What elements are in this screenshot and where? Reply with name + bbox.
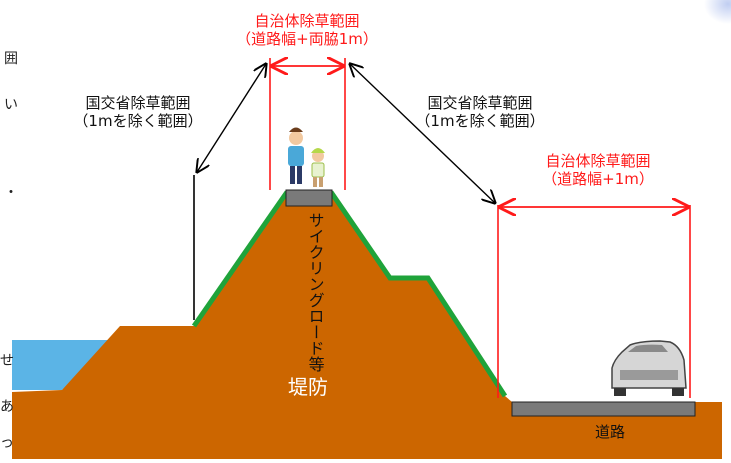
cycling-road-slab [285,189,333,207]
cycling-road-col1: サイクリング [305,212,325,308]
edge-fragment-5: あ [0,399,14,415]
left-ministry-line1: 国交省除草範囲 [85,94,191,112]
cyclists-figure [288,127,325,187]
cycling-road-col2: ロード等 [305,308,325,372]
right-range-line1: 自治体除草範囲 [545,152,651,170]
edge-fragment-1: 囲 [4,51,18,67]
embankment-body [12,192,722,459]
right-range-line2: （道路幅+1m） [542,170,654,188]
top-range-line2: （道路幅+両脇1m） [236,30,378,48]
grass-right-slope [328,190,508,398]
left-ministry-line2: （1mを除く範囲） [73,112,203,130]
edge-fragment-4: せ [0,353,14,369]
top-range-title: 自治体除草範囲 （道路幅+両脇1m） [212,12,402,48]
top-range-line1: 自治体除草範囲 [254,12,360,30]
right-ministry-line1: 国交省除草範囲 [427,94,533,112]
edge-fragment-3: ・ [4,185,18,201]
right-ministry-title: 国交省除草範囲 （1mを除く範囲） [400,94,560,130]
left-ministry-title: 国交省除草範囲 （1mを除く範囲） [58,94,218,130]
edge-fragment-6: っ [0,435,14,451]
road-slab [511,401,696,417]
road-label: 道路 [594,423,625,441]
corner-glow [704,0,731,24]
embankment-label: 堤防 [288,375,328,399]
left-ministry-arrow [197,64,266,172]
right-ministry-line2: （1mを除く範囲） [415,112,545,130]
right-ministry-arrow [350,64,495,203]
car-icon [611,340,687,396]
edge-fragment-2: い [4,97,18,113]
cycling-road-label: サイクリングロード等 [305,212,325,372]
grass-left-slope [191,190,290,328]
river-water [12,340,120,390]
right-range-title: 自治体除草範囲 （道路幅+1m） [518,152,678,188]
